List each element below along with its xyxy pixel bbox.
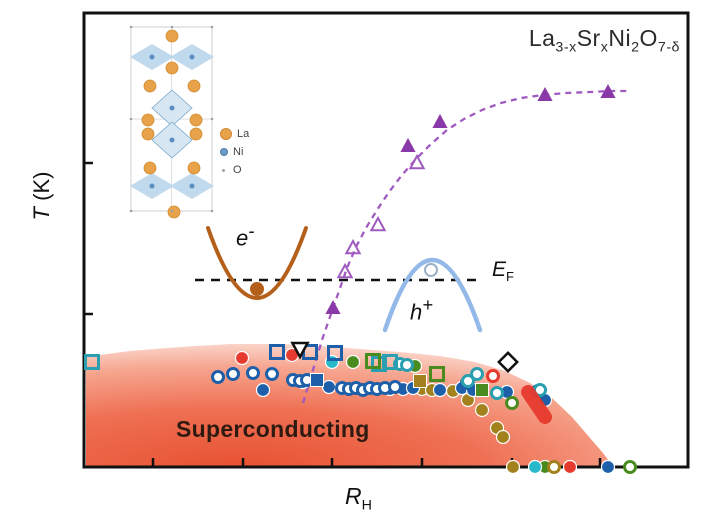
data-point-open-square — [382, 354, 398, 370]
data-point-open-square — [327, 345, 343, 361]
title-ni: Ni — [608, 25, 632, 51]
data-point-open-circle — [486, 369, 500, 383]
title-sr: Sr — [576, 25, 601, 51]
data-point-filled-circle — [495, 429, 511, 445]
tc-open-triangle — [408, 153, 426, 170]
data-point-open-square — [365, 353, 381, 369]
title-o: O — [639, 25, 658, 51]
fermi-level-label: EF — [492, 258, 514, 285]
crystal-structure-inset — [129, 25, 214, 219]
tc-open-triangle — [344, 238, 362, 255]
data-point-open-circle — [505, 396, 519, 410]
hole-band-curve — [382, 257, 483, 333]
data-point-open-circle — [226, 367, 240, 381]
red-overlapping-points-segment — [521, 385, 552, 424]
la-atoms — [141, 29, 203, 219]
tc-open-triangle — [336, 262, 354, 279]
electron-band-label: e- — [236, 220, 255, 251]
title-sub-x: x — [600, 39, 609, 56]
o-atom-icon — [222, 168, 225, 172]
data-point-filled-square — [413, 374, 427, 388]
electron-band-curve — [206, 226, 308, 300]
tc-filled-triangle — [432, 114, 448, 128]
hole-band-label: h+ — [410, 294, 433, 325]
title-sub-7d: 7-δ — [657, 39, 680, 56]
data-point-filled-circle — [600, 459, 616, 475]
data-point-open-circle — [211, 370, 225, 384]
data-point-filled-circle — [432, 382, 448, 398]
chart-title: La3-xSrxNi2O7-δ — [529, 25, 680, 56]
electron-marker — [250, 282, 264, 296]
tc-filled-triangle — [325, 300, 341, 314]
data-point-filled-circle — [345, 354, 361, 370]
legend-item-la: La — [220, 125, 249, 143]
data-point-filled-circle — [234, 350, 250, 366]
data-point-open-square — [429, 366, 445, 382]
data-point-open-circle — [490, 386, 504, 400]
title-sub-2: 2 — [631, 39, 640, 56]
data-point-open-circle — [461, 374, 475, 388]
o-atoms — [129, 25, 214, 213]
data-point-filled-circle — [505, 459, 521, 475]
tc-filled-triangle — [600, 84, 616, 98]
hole-marker — [424, 263, 438, 277]
plot-frame — [82, 11, 690, 469]
data-point-open-circle — [388, 380, 402, 394]
ni-atom-icon — [220, 148, 228, 156]
data-point-open-diamond — [497, 351, 519, 373]
data-point-open-circle — [400, 358, 414, 372]
title-sub-3x: 3-x — [555, 39, 577, 56]
data-point-open-circle — [265, 367, 279, 381]
title-la: La — [528, 25, 556, 51]
superconducting-region-label: Superconducting — [176, 416, 370, 442]
data-point-filled-square — [310, 373, 324, 387]
data-point-filled-circle — [527, 459, 543, 475]
octahedra-center — [151, 89, 193, 159]
x-axis-label: RH — [345, 483, 372, 514]
data-point-open-square — [84, 354, 100, 370]
data-point-open-square — [269, 344, 285, 360]
legend-item-o: O — [220, 161, 249, 179]
tc-filled-triangle — [400, 138, 416, 152]
tc-open-triangle — [369, 215, 387, 232]
data-point-filled-circle — [255, 382, 271, 398]
data-point-filled-circle — [321, 379, 337, 395]
data-point-filled-circle — [474, 402, 490, 418]
data-point-open-circle — [246, 366, 260, 380]
data-point-open-circle — [623, 460, 637, 474]
tc-filled-triangle — [537, 87, 553, 101]
data-point-open-circle — [470, 367, 484, 381]
data-point-open-triangle-down — [290, 341, 310, 360]
la-atom-icon — [220, 128, 232, 140]
data-point-open-circle — [547, 460, 561, 474]
y-axis-label: T (K) — [29, 171, 54, 221]
inset-legend: La Ni O — [220, 125, 249, 179]
data-point-filled-square — [475, 383, 489, 397]
data-point-filled-circle — [562, 459, 578, 475]
ni-atoms — [149, 54, 195, 189]
legend-item-ni: Ni — [220, 143, 249, 161]
